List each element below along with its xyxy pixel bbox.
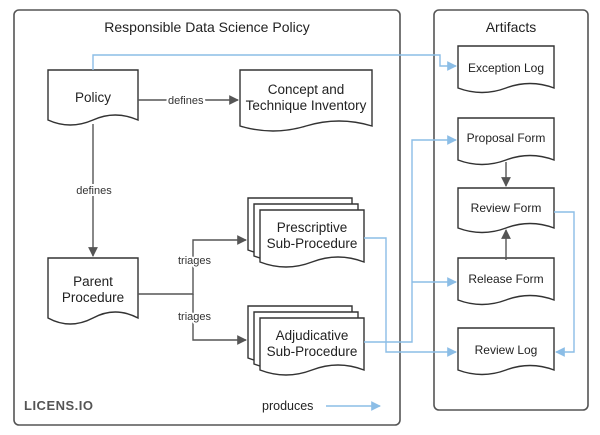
artifacts-panel-title: Artifacts [486,19,537,35]
proposal-form-label: Proposal Form [467,131,546,145]
prescriptive-label-line2: Sub-Procedure [267,236,358,251]
policy-label: Policy [75,90,111,105]
policy-node[interactable]: Policy [47,69,139,126]
exception-log-node[interactable]: Exception Log [457,45,555,94]
parent-procedure-node[interactable]: Parent Procedure [47,257,139,325]
inventory-label-line2: Technique Inventory [246,98,367,113]
prescriptive-to-review-log-edge [364,237,457,357]
adjudicative-to-proposal-form-edge [364,135,457,343]
prescriptive-label-line1: Prescriptive [277,220,348,235]
defines-down-label: defines [76,185,112,197]
review-log-label: Review Log [475,343,538,357]
review-form-to-review-log-edge [554,211,575,357]
release-form-node[interactable]: Release Form [457,257,555,306]
parent-to-prescriptive-edge [138,235,247,295]
inventory-node[interactable]: Concept and Technique Inventory [239,69,373,132]
proposal-form-node[interactable]: Proposal Form [457,117,555,166]
inventory-label-line1: Concept and [268,82,345,97]
triages-top-label: triages [178,255,212,267]
parent-label-line1: Parent [73,274,113,289]
defines-right-label: defines [168,95,204,107]
parent-label-line2: Procedure [62,290,124,305]
policy-panel-title: Responsible Data Science Policy [104,19,309,35]
review-log-node[interactable]: Review Log [457,327,555,376]
adjudicative-label-line1: Adjudicative [276,328,349,343]
licensio-logo: LICENS.IO [24,398,94,413]
release-form-label: Release Form [468,272,543,286]
parent-to-adjudicative-edge [192,294,247,345]
adjudicative-node[interactable]: Adjudicative Sub-Procedure [247,305,365,376]
exception-log-label: Exception Log [468,61,544,75]
produces-legend-label: produces [262,399,313,413]
prescriptive-node[interactable]: Prescriptive Sub-Procedure [247,197,365,268]
triages-bottom-label: triages [178,311,212,323]
policy-to-exception-log-edge [92,54,457,71]
adjudicative-label-line2: Sub-Procedure [267,344,358,359]
review-form-node[interactable]: Review Form [457,187,555,234]
review-form-label: Review Form [471,201,542,215]
